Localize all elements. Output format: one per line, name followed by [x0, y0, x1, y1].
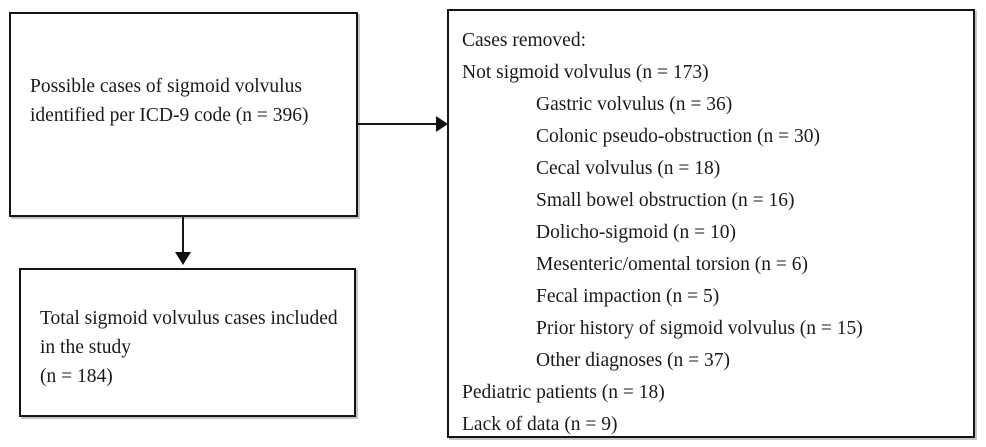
- flowchart-box-possible-cases: Possible cases of sigmoid volvulus ident…: [9, 12, 358, 217]
- cases-removed-line: Gastric volvulus (n = 36): [536, 94, 733, 115]
- cases-removed-line: Dolicho-sigmoid (n = 10): [536, 222, 737, 243]
- cases-removed-line: Not sigmoid volvulus (n = 173): [462, 62, 709, 83]
- total-included-text: Total sigmoid volvulus cases included in…: [40, 308, 338, 387]
- flowchart-box-total-included: Total sigmoid volvulus cases included in…: [19, 268, 356, 417]
- connector-down-line: [182, 217, 184, 255]
- cases-removed-list: Cases removed: Not sigmoid volvulus (n =…: [462, 25, 972, 447]
- arrowhead-right-icon: [436, 116, 448, 132]
- cases-removed-line: Fecal impaction (n = 5): [536, 286, 720, 307]
- possible-cases-text: Possible cases of sigmoid volvulus ident…: [30, 76, 309, 126]
- connector-right-line: [358, 123, 438, 125]
- cases-removed-line: Small bowel obstruction (n = 16): [536, 190, 795, 211]
- cases-removed-line: Cases removed:: [462, 30, 587, 51]
- cases-removed-line: Prior history of sigmoid volvulus (n = 1…: [536, 318, 863, 339]
- arrowhead-down-icon: [175, 252, 191, 265]
- cases-removed-line: Cecal volvulus (n = 18): [536, 158, 721, 179]
- cases-removed-line: Other diagnoses (n = 37): [536, 350, 731, 371]
- flowchart-box-cases-removed: Cases removed: Not sigmoid volvulus (n =…: [447, 9, 975, 447]
- cases-removed-line: Elective admission for surgery (n = 12): [462, 441, 972, 447]
- cases-removed-line: Pediatric patients (n = 18): [462, 382, 665, 403]
- cases-removed-line: Colonic pseudo-obstruction (n = 30): [536, 126, 820, 147]
- cases-removed-line: Lack of data (n = 9): [462, 414, 618, 435]
- cases-removed-line: Mesenteric/omental torsion (n = 6): [536, 254, 809, 275]
